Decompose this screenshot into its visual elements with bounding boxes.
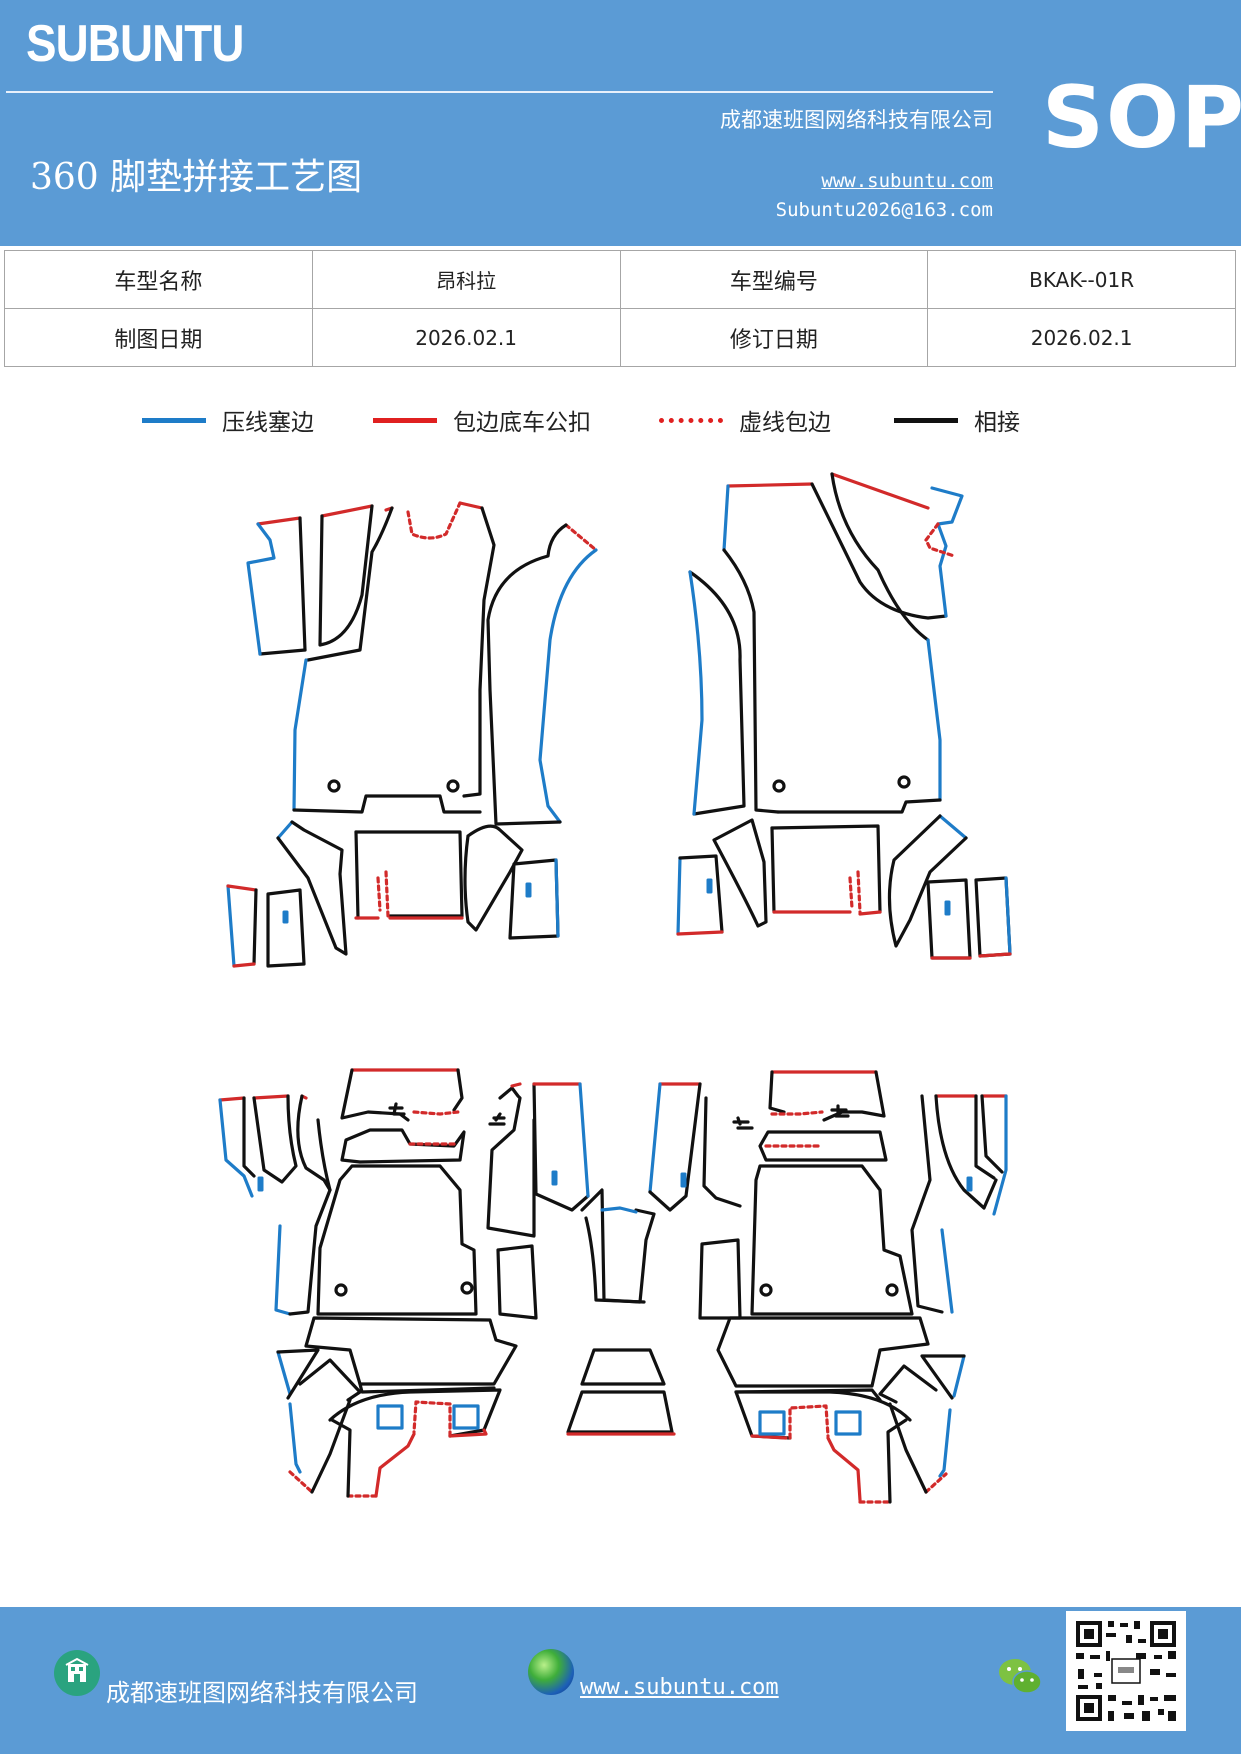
legend-item-joint: 相接: [894, 400, 1020, 440]
legend-item-dotted-wrap: 虚线包边: [659, 400, 831, 440]
model-name-value: 昂科拉: [311, 250, 621, 309]
legend-swatch: [659, 417, 723, 423]
bottom-left-mat-group: [218, 1068, 590, 1498]
bottom-right-mat-group: [648, 1070, 1008, 1504]
top-right-mat-group: [676, 472, 1012, 960]
sop-badge: SOP: [1042, 68, 1241, 168]
draw-date-label: 制图日期: [4, 308, 313, 367]
draw-date-value: 2026.02.1: [311, 308, 621, 367]
legend-label: 相接: [974, 410, 1020, 436]
model-name-label: 车型名称: [4, 250, 313, 309]
vehicle-info-table: 车型名称 昂科拉 车型编号 BKAK--01R 制图日期 2026.02.1 修…: [4, 250, 1236, 367]
footer-website-link[interactable]: www.subuntu.com: [580, 1675, 779, 1700]
line-legend: 压线塞边 包边底车公扣 虚线包边 相接: [0, 400, 1241, 440]
model-code-value: BKAK--01R: [927, 250, 1236, 309]
revise-date-value: 2026.02.1: [927, 308, 1236, 367]
footer-company-name: 成都速班图网络科技有限公司: [106, 1679, 418, 1707]
website-link[interactable]: www.subuntu.com: [821, 170, 993, 192]
legend-swatch: [373, 417, 437, 423]
company-name: 成都速班图网络科技有限公司: [720, 108, 993, 132]
table-row: 制图日期 2026.02.1 修订日期 2026.02.1: [4, 308, 1236, 367]
revise-date-label: 修订日期: [619, 308, 929, 367]
legend-item-press-line: 压线塞边: [142, 400, 314, 440]
email-address: Subuntu2026@163.com: [775, 199, 993, 221]
building-icon: [54, 1650, 100, 1696]
legend-swatch: [894, 417, 958, 423]
legend-item-edge-wrap: 包边底车公扣: [373, 400, 591, 440]
brand-logo: SUBUNTU: [26, 15, 244, 73]
header-divider: [6, 91, 993, 93]
wechat-icon[interactable]: [996, 1655, 1044, 1699]
document-title: 360 脚垫拼接工艺图: [30, 157, 363, 198]
legend-label: 压线塞边: [222, 410, 314, 436]
legend-label: 包边底车公扣: [453, 410, 591, 436]
legend-label: 虚线包边: [739, 410, 831, 436]
header-banner: SUBUNTU 成都速班图网络科技有限公司 360 脚垫拼接工艺图 www.su…: [0, 0, 1241, 246]
table-row: 车型名称 昂科拉 车型编号 BKAK--01R: [4, 250, 1236, 309]
qr-code: [1066, 1611, 1186, 1731]
floor-mat-diagram: .k{stroke:#111;stroke-width:3.2} .b{stro…: [218, 472, 1012, 1504]
bottom-center-tunnel-group: [566, 1188, 676, 1436]
footer-banner: 成都速班图网络科技有限公司 www.subuntu.com: [0, 1607, 1241, 1754]
top-left-mat-group: [226, 501, 598, 968]
model-code-label: 车型编号: [619, 250, 929, 309]
legend-swatch: [142, 417, 206, 423]
globe-icon: [528, 1649, 574, 1695]
